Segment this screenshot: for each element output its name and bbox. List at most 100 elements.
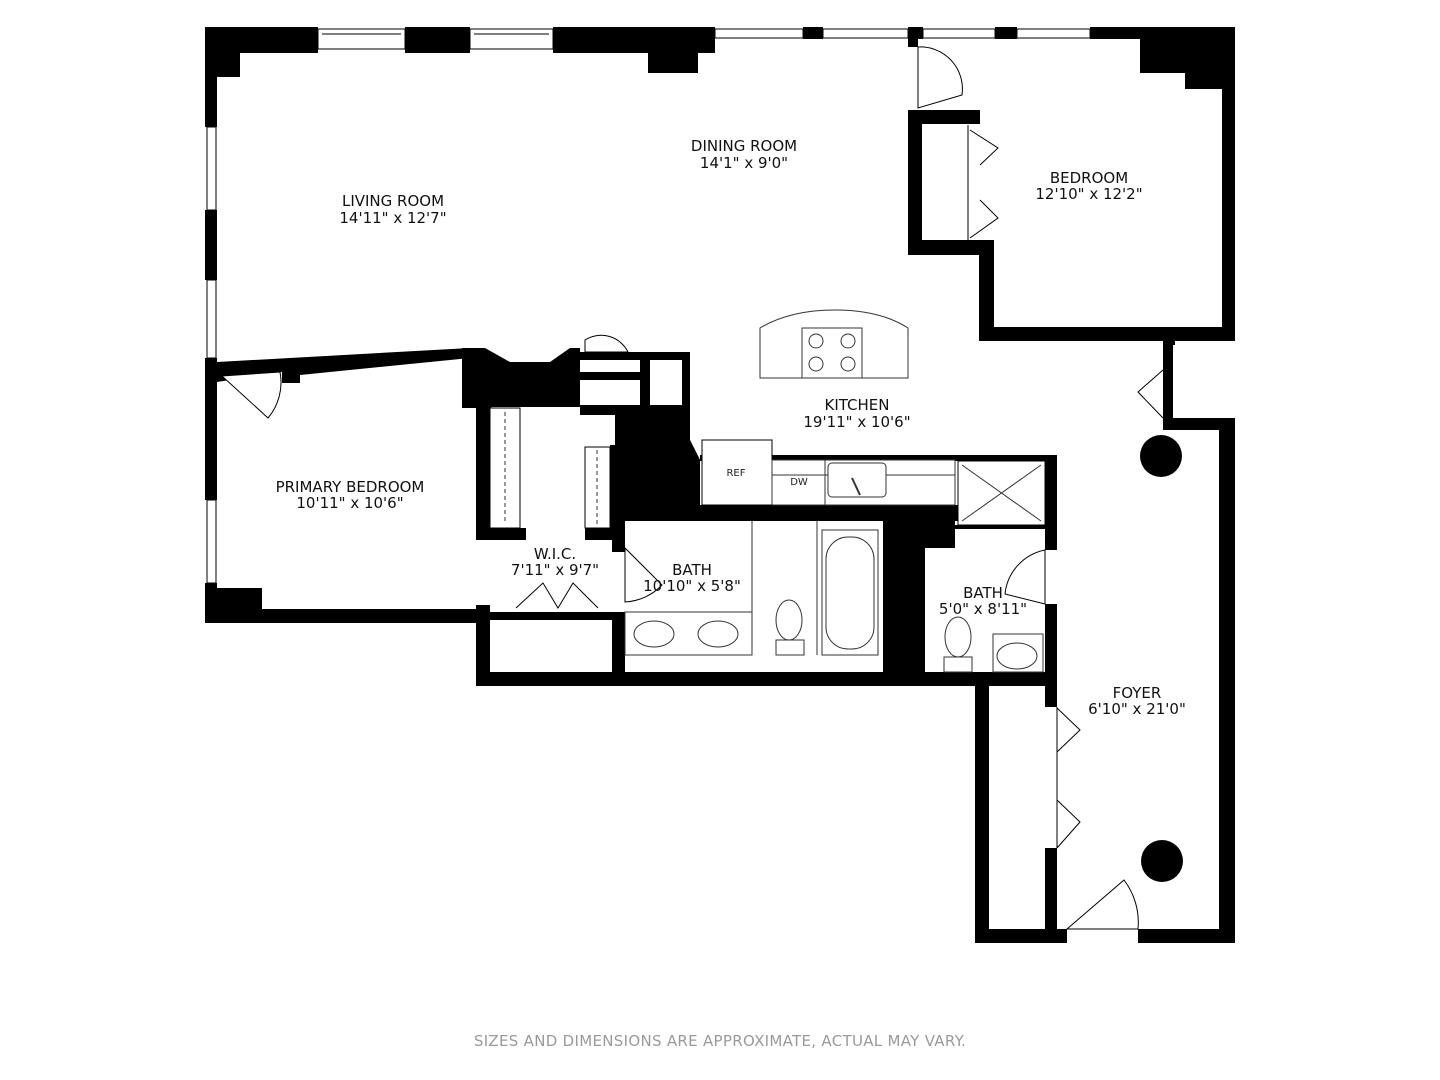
wall-bath2-right (1045, 455, 1057, 550)
wall-wic-left (476, 400, 490, 535)
wall-bath2-top (955, 455, 1057, 461)
room-name-bedroom: BEDROOM (1050, 169, 1128, 187)
toilet-tank (943, 656, 973, 673)
column-top-right-2 (1185, 27, 1225, 89)
window-top-6 (1016, 28, 1091, 39)
column-top-mid (648, 27, 698, 73)
door-primary (220, 371, 282, 419)
sink-icon (996, 642, 1038, 670)
wall-wic-left-bottom (476, 528, 526, 540)
wall-bottom-baths (476, 672, 936, 686)
disclaimer-text: SIZES AND DIMENSIONS ARE APPROXIMATE, AC… (473, 1032, 967, 1050)
window-top-5 (922, 28, 996, 39)
toilet-tank (775, 639, 805, 656)
bath-fixtures (489, 407, 1044, 673)
wall-bath1-right (883, 505, 925, 685)
wall-closet-base (580, 405, 690, 415)
room-name-living: LIVING ROOM (342, 192, 444, 210)
door-foyer-closet-top (1137, 369, 1164, 419)
door-entry (1065, 879, 1139, 930)
room-dims-bedroom: 12'10" x 12'2" (1035, 185, 1142, 203)
wall-left-3 (205, 358, 217, 500)
toilet-icon (944, 616, 972, 658)
burner-icon (840, 333, 856, 349)
refrigerator (701, 439, 773, 506)
wall-closet-bottom (908, 240, 993, 255)
wall-bath2-left-upper (925, 540, 955, 548)
room-name-bath1: BATH (672, 561, 712, 579)
door-foyer-closet-2 (1056, 799, 1081, 849)
window-top-3 (714, 28, 804, 39)
wall-kitchen-counter-back (700, 455, 962, 461)
wall-bath1-left (612, 520, 625, 552)
door-foyer-closet-1 (1056, 707, 1081, 753)
dw-label: DW (790, 477, 808, 488)
windows (206, 28, 1091, 584)
room-dims-living: 14'11" x 12'7" (339, 209, 446, 227)
wall-living-primary-angled (217, 348, 470, 383)
wall-closet-shelf (580, 372, 640, 380)
wall-closet-right (682, 352, 690, 414)
wall-foyer-left-bottom (1045, 848, 1057, 943)
wall-closet-mid (640, 352, 650, 414)
room-dims-primary: 10'11" x 10'6" (296, 494, 403, 512)
room-dims-foyer: 6'10" x 21'0" (1088, 700, 1186, 718)
column-round (1140, 435, 1182, 477)
wall-top-pier-3 (803, 27, 823, 39)
room-name-dining: DINING ROOM (691, 137, 797, 155)
window-top-4 (822, 28, 909, 39)
wall-wic-bottom-left (476, 605, 490, 685)
room-dims-bath2: 5'0" x 8'11" (939, 600, 1027, 618)
room-dims-wic: 7'11" x 9'7" (511, 561, 599, 579)
bathtub-inner (825, 536, 875, 650)
wall-bath1-top (615, 505, 961, 521)
wall-left-1 (205, 27, 217, 127)
door-closet-core (584, 334, 629, 353)
window-left-2 (206, 279, 217, 359)
burner-icon (840, 356, 856, 372)
wall-bottom-left (975, 929, 1067, 943)
window-top-1 (317, 28, 406, 50)
wall-kitchen-corner-2 (680, 420, 700, 460)
wall-kitchen-corner (615, 415, 700, 520)
wall-closet-top (580, 352, 690, 360)
wall-core-block (462, 348, 580, 408)
column-round (1141, 840, 1183, 882)
walls (205, 27, 1235, 943)
wall-foyer-closet-left (975, 672, 989, 943)
wall-wic-closet-right (612, 612, 625, 682)
window-left-1 (206, 126, 217, 211)
window-left-3 (206, 499, 217, 584)
window-top-2 (469, 28, 554, 50)
wall-bedroom-bottom (979, 327, 1235, 341)
room-name-wic: W.I.C. (534, 545, 576, 563)
room-name-kitchen: KITCHEN (825, 396, 890, 414)
wall-bottom-right (1138, 929, 1235, 943)
wall-top-pier-1 (405, 27, 470, 53)
room-dims-kitchen: 19'11" x 10'6" (803, 413, 910, 431)
burner-icon (808, 356, 824, 372)
sink-icon (697, 620, 739, 648)
wall-bedroom-left-lower (979, 240, 994, 340)
wall-foyer-closet-top-2 (975, 672, 1055, 686)
wall-right-lower (1219, 420, 1235, 942)
wall-shower-bottom (955, 525, 1055, 529)
room-name-bath2: BATH (963, 584, 1003, 602)
sink-icon (633, 620, 675, 648)
room-name-foyer: FOYER (1113, 684, 1162, 702)
room-dims-bath1: 10'10" x 5'8" (643, 577, 741, 595)
wall-bedroom-left-top (908, 27, 918, 47)
door-bedroom (917, 46, 963, 109)
door-closet-2 (969, 199, 999, 239)
kitchen-fixtures (701, 309, 1046, 526)
wall-right-upper (1222, 27, 1235, 341)
wall-top-pier-5 (995, 27, 1017, 39)
door-wic (515, 582, 599, 609)
room-name-primary: PRIMARY BEDROOM (276, 478, 425, 496)
toilet-icon (775, 599, 803, 641)
burner-icon (808, 333, 824, 349)
room-labels: LIVING ROOM 14'11" x 12'7" DINING ROOM 1… (276, 137, 1186, 718)
wall-primary-bottom (205, 609, 490, 623)
doors (220, 46, 1164, 930)
